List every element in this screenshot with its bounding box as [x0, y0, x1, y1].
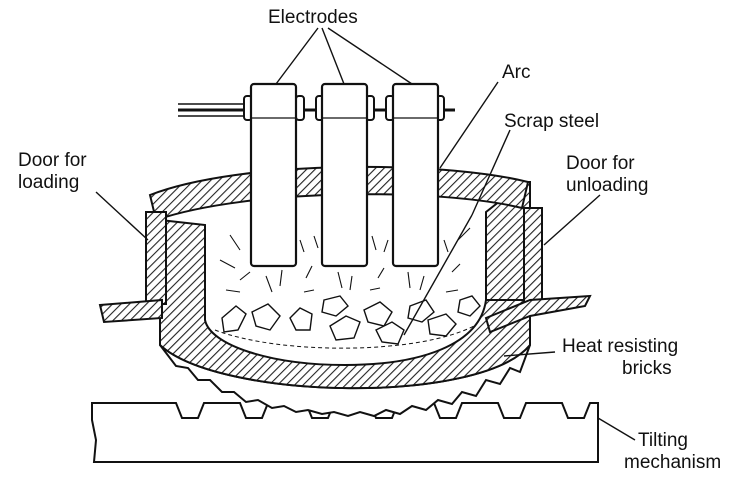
door-for-loading-line1: Door for [18, 150, 87, 171]
door-for-unloading-line1: Door for [566, 153, 635, 174]
heat-resisting-bricks-label: Heat resisting bricks [562, 336, 678, 380]
door-for-unloading-line2: unloading [566, 175, 649, 196]
arc-sparks [219, 227, 471, 293]
leader-lines [95, 27, 636, 441]
arc-label: Arc [502, 62, 531, 83]
door-for-loading-line2: loading [18, 172, 80, 193]
loading-spout [98, 298, 163, 324]
electrode-center [320, 82, 369, 268]
scrap-steel-label: Scrap steel [504, 111, 600, 132]
furnace-shell [159, 218, 531, 390]
electrode-left [249, 82, 298, 268]
door-for-loading-label: Door for loading [18, 150, 87, 194]
molten-bath-line [214, 324, 477, 349]
heat-resisting-bricks-line1: Heat resisting [562, 336, 679, 357]
door-for-unloading-label: Door for unloading [566, 153, 648, 197]
scrap-steel-pieces [221, 295, 481, 345]
tilting-mechanism-line2: mechanism [624, 452, 722, 473]
heat-resisting-bricks-line2: bricks [622, 358, 672, 379]
clamp [295, 95, 305, 121]
electrode-right [391, 82, 440, 268]
tilting-mechanism-line1: Tilting [638, 430, 688, 451]
loading-door [145, 211, 167, 305]
electrodes-label: Electrodes [268, 7, 358, 28]
unloading-spout [484, 294, 592, 334]
tilting-mechanism-label: Tilting mechanism [624, 430, 721, 474]
unloading-door [523, 207, 543, 305]
